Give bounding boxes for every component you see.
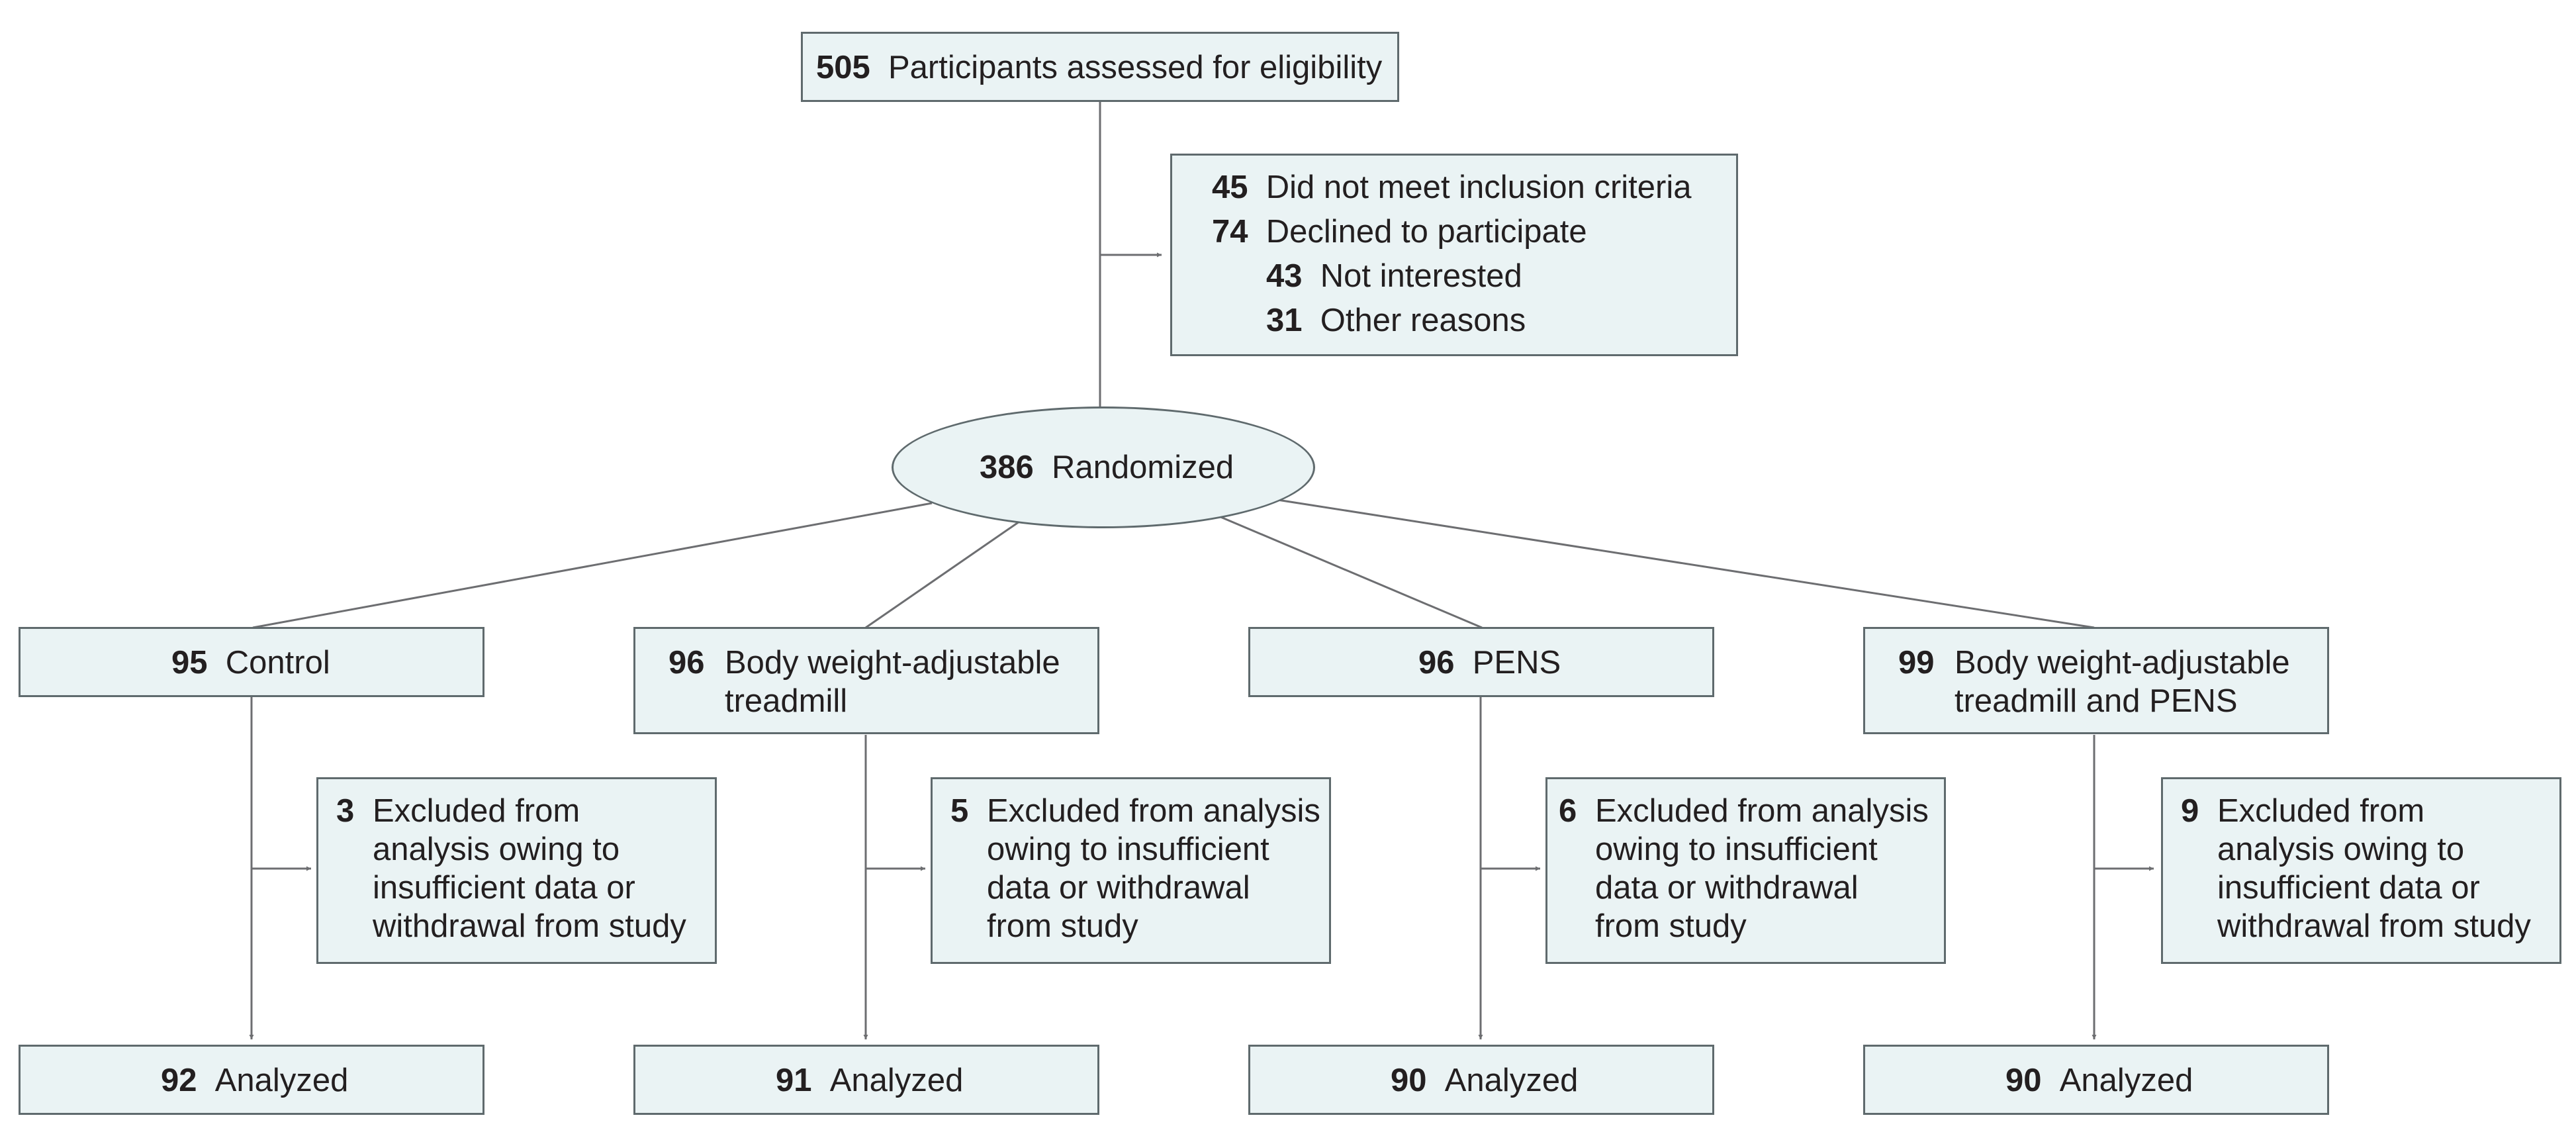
other-reasons-count: 31 [1266,303,1303,338]
excl-line: Excluded from [373,793,580,829]
not-interested-count: 43 [1266,258,1303,294]
excl-count: 3 [336,793,355,829]
split-line-pens [1219,515,1483,629]
analyzed-count: 90 [1391,1063,1427,1098]
other-reasons-label: Other reasons [1320,303,1526,338]
alloc-label-line2: treadmill [725,683,848,719]
excl-line: analysis owing to [373,832,620,867]
alloc-count: 95 [171,645,208,681]
excl-box-pens: 6 Excluded from analysis owing to insuff… [1545,777,1946,964]
excl-line: data or withdrawal [987,870,1250,906]
not-interested-label: Not interested [1320,258,1522,294]
alloc-box-control: 95 Control [19,627,484,697]
excl-line: Excluded from [2217,793,2425,829]
excl-box-control: 3 Excluded from analysis owing to insuff… [316,777,717,964]
alloc-count: 99 [1898,645,1935,681]
split-line-treadmill [865,520,1020,629]
excl-box-combined: 9 Excluded from analysis owing to insuff… [2161,777,2561,964]
excl-line: data or withdrawal [1595,870,1859,906]
alloc-label-line1: Body weight-adjustable [1955,645,2290,681]
excl-line: analysis owing to [2217,832,2465,867]
split-line-combined [1277,499,2095,629]
alloc-count: 96 [668,645,705,681]
not-meet-label: Did not meet inclusion criteria [1265,169,1692,205]
alloc-count: 96 [1418,645,1455,681]
analyzed-count: 92 [161,1063,197,1098]
excl-line: withdrawal from study [373,908,686,944]
excl-line: owing to insufficient [987,832,1269,867]
declined-label: Declined to participate [1265,214,1587,250]
analyzed-count: 91 [776,1063,812,1098]
not-meet-count: 45 [1212,169,1248,205]
excl-count: 5 [950,793,969,829]
assessed-count: 505 [816,50,870,85]
excl-line: withdrawal from study [2217,908,2531,944]
excl-line: from study [987,908,1138,944]
analyzed-box-control: 92 Analyzed [19,1045,484,1115]
analyzed-label: Analyzed [1444,1063,1579,1098]
analyzed-count: 90 [2005,1063,2042,1098]
analyzed-label: Analyzed [214,1063,349,1098]
enrollment-exclusion-box: 45 Did not meet inclusion criteria 74 De… [1170,154,1738,356]
excl-line: from study [1595,908,1747,944]
declined-count: 74 [1212,214,1248,250]
excl-count: 9 [2181,793,2199,829]
excl-line: Excluded from analysis [987,793,1320,829]
analyzed-box-pens: 90 Analyzed [1248,1045,1714,1115]
alloc-box-pens: 96 PENS [1248,627,1714,697]
assessed-label: Participants assessed for eligibility [888,50,1383,85]
analyzed-box-combined: 90 Analyzed [1863,1045,2329,1115]
analyzed-label: Analyzed [829,1063,964,1098]
analyzed-label: Analyzed [2059,1063,2193,1098]
split-line-control [252,502,933,629]
excl-box-treadmill: 5 Excluded from analysis owing to insuff… [931,777,1331,964]
randomized-ellipse: 386 Randomized [892,406,1315,528]
alloc-label: Control [225,645,330,681]
alloc-box-combined: 99 Body weight-adjustable treadmill and … [1863,627,2329,734]
analyzed-box-treadmill: 91 Analyzed [633,1045,1099,1115]
randomized-count: 386 [980,450,1034,485]
excl-count: 6 [1559,793,1577,829]
excl-line: insufficient data or [2217,870,2480,906]
alloc-label-line1: Body weight-adjustable [725,645,1060,681]
alloc-label-line2: treadmill and PENS [1955,683,2238,719]
alloc-label: PENS [1472,645,1561,681]
alloc-box-treadmill: 96 Body weight-adjustable treadmill [633,627,1099,734]
excl-line: insufficient data or [373,870,635,906]
assessed-box: 505 Participants assessed for eligibilit… [801,32,1399,102]
randomized-label: Randomized [1052,450,1234,485]
excl-line: Excluded from analysis [1595,793,1929,829]
excl-line: owing to insufficient [1595,832,1878,867]
